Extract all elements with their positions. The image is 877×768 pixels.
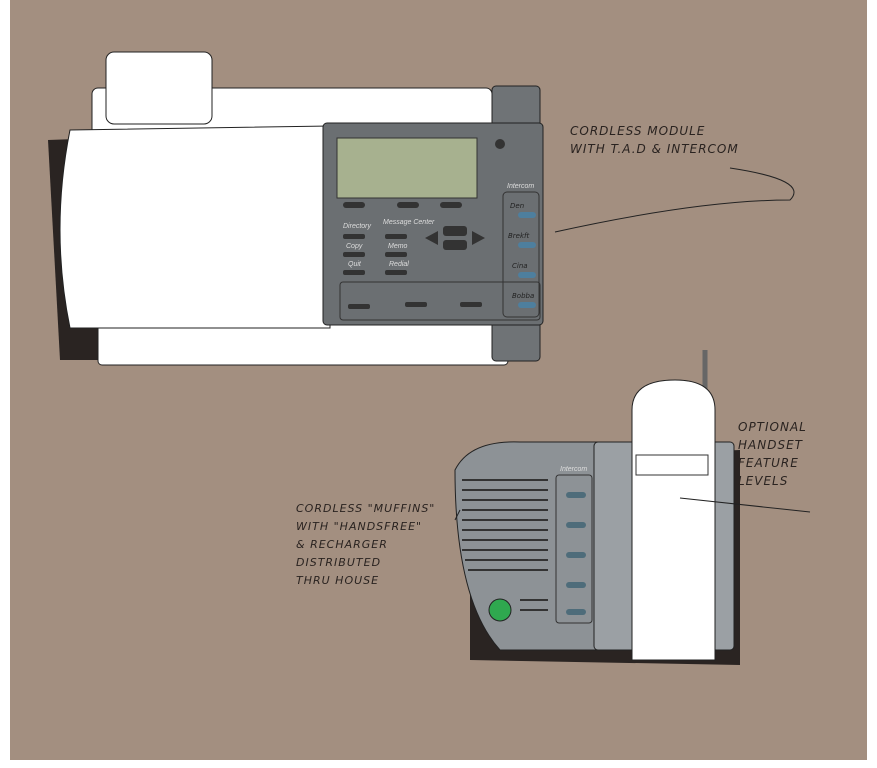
note-line: Optional [738,420,807,434]
base-intercom-title: Intercom [560,466,587,473]
leader-line [554,167,795,233]
annotation-module: Cordless Module with T.A.D & Intercom [570,122,739,158]
intercom-title: Intercom [507,183,534,190]
cordless-module-phone: Directory Message Center Copy Memo Quit … [48,51,795,366]
muffin-base-station: Intercom [454,350,811,665]
key-message-center: Message Center [383,219,435,226]
note-line: thru House [296,574,380,587]
note-line: Cordless "Muffins" [296,502,436,515]
note-line: with "Handsfree" [296,520,423,533]
lcd-display [336,137,478,199]
handset-display [635,454,709,476]
indicator-light [495,139,505,149]
green-led [488,598,512,622]
room-brekft: Brekft [508,232,530,240]
phone-front [59,125,331,329]
note-line: & Recharger [296,538,388,551]
annotation-handset: Optional Handset Feature Levels [738,418,807,490]
room-den: Den [510,202,524,210]
note-line: Cordless Module [570,124,706,138]
note-line: Handset [738,438,803,452]
note-line: Distributed [296,556,382,569]
note-line: with T.A.D & Intercom [570,142,739,156]
key-copy: Copy [346,243,363,250]
handset-cradle [105,51,213,125]
annotation-muffins: Cordless "Muffins" with "Handsfree" & Re… [296,500,435,590]
note-line: Levels [738,474,789,488]
key-quit: Quit [348,261,362,268]
handset [631,379,716,661]
room-bobba: Bobba [512,292,534,300]
key-redial: Redial [389,261,409,268]
key-directory: Directory [343,223,372,230]
room-cina: Cina [512,262,528,270]
key-memo: Memo [388,243,408,250]
note-line: Feature [738,456,799,470]
arrow-keys [425,231,485,245]
